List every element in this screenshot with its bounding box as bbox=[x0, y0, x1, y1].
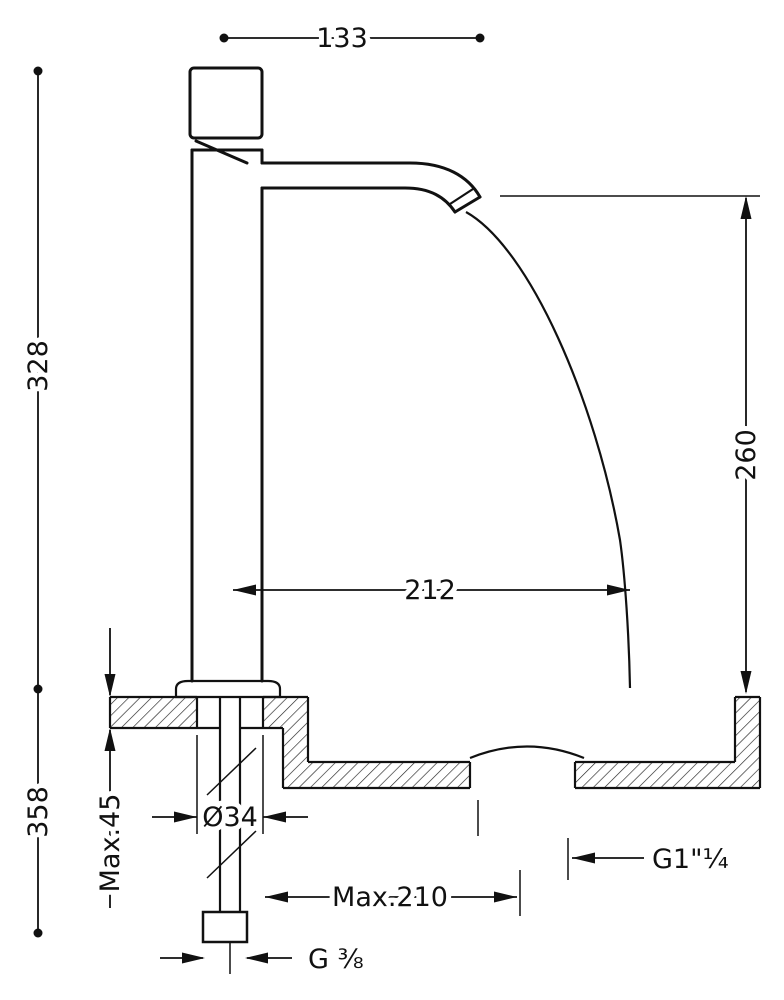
water-stream bbox=[465, 211, 632, 689]
dim-label-height-above-counter: 328 bbox=[23, 340, 54, 392]
counter-cross-section bbox=[108, 695, 762, 790]
dim-label-top-width: 133 bbox=[316, 23, 368, 54]
drain-dome bbox=[469, 745, 585, 760]
dim-label-spout-height: 260 bbox=[731, 429, 762, 481]
pipe-break-mark bbox=[206, 747, 257, 796]
dim-spout-reach: 212 bbox=[233, 570, 630, 611]
supply-connector-nut bbox=[201, 910, 249, 944]
faucet-spout bbox=[260, 161, 482, 199]
pipe-break-mark bbox=[206, 830, 257, 879]
supply-pipe bbox=[201, 697, 257, 974]
dim-counter-thickness: Max.45 bbox=[90, 628, 131, 908]
faucet-outline bbox=[174, 66, 482, 699]
dim-label-counter-thickness: Max.45 bbox=[95, 794, 126, 893]
dim-drain-thread: G1"¼ bbox=[477, 800, 734, 880]
dim-label-hole-diameter: Ø34 bbox=[202, 802, 258, 833]
dim-supply-thread: G ⅜ bbox=[160, 939, 369, 980]
dim-spout-height: 260 bbox=[500, 195, 767, 694]
dim-label-drain-thread: G1"¼ bbox=[652, 844, 729, 875]
dim-label-total-height: 358 bbox=[23, 786, 54, 838]
faucet-base-plate bbox=[174, 679, 282, 699]
aerator-line bbox=[449, 188, 474, 205]
dim-label-supply-thread: G ⅜ bbox=[308, 944, 364, 975]
dim-drain-distance: Max.210 bbox=[265, 870, 521, 918]
dim-top-width: 133 bbox=[219, 18, 485, 59]
dim-label-spout-reach: 212 bbox=[404, 575, 456, 606]
dim-hole-diameter: Ø34 bbox=[152, 735, 308, 838]
dim-left-heights: 328 358 bbox=[18, 66, 59, 938]
dim-label-drain-distance: Max.210 bbox=[332, 882, 448, 913]
faucet-handle-block bbox=[188, 66, 264, 140]
faucet-lever bbox=[194, 139, 249, 165]
